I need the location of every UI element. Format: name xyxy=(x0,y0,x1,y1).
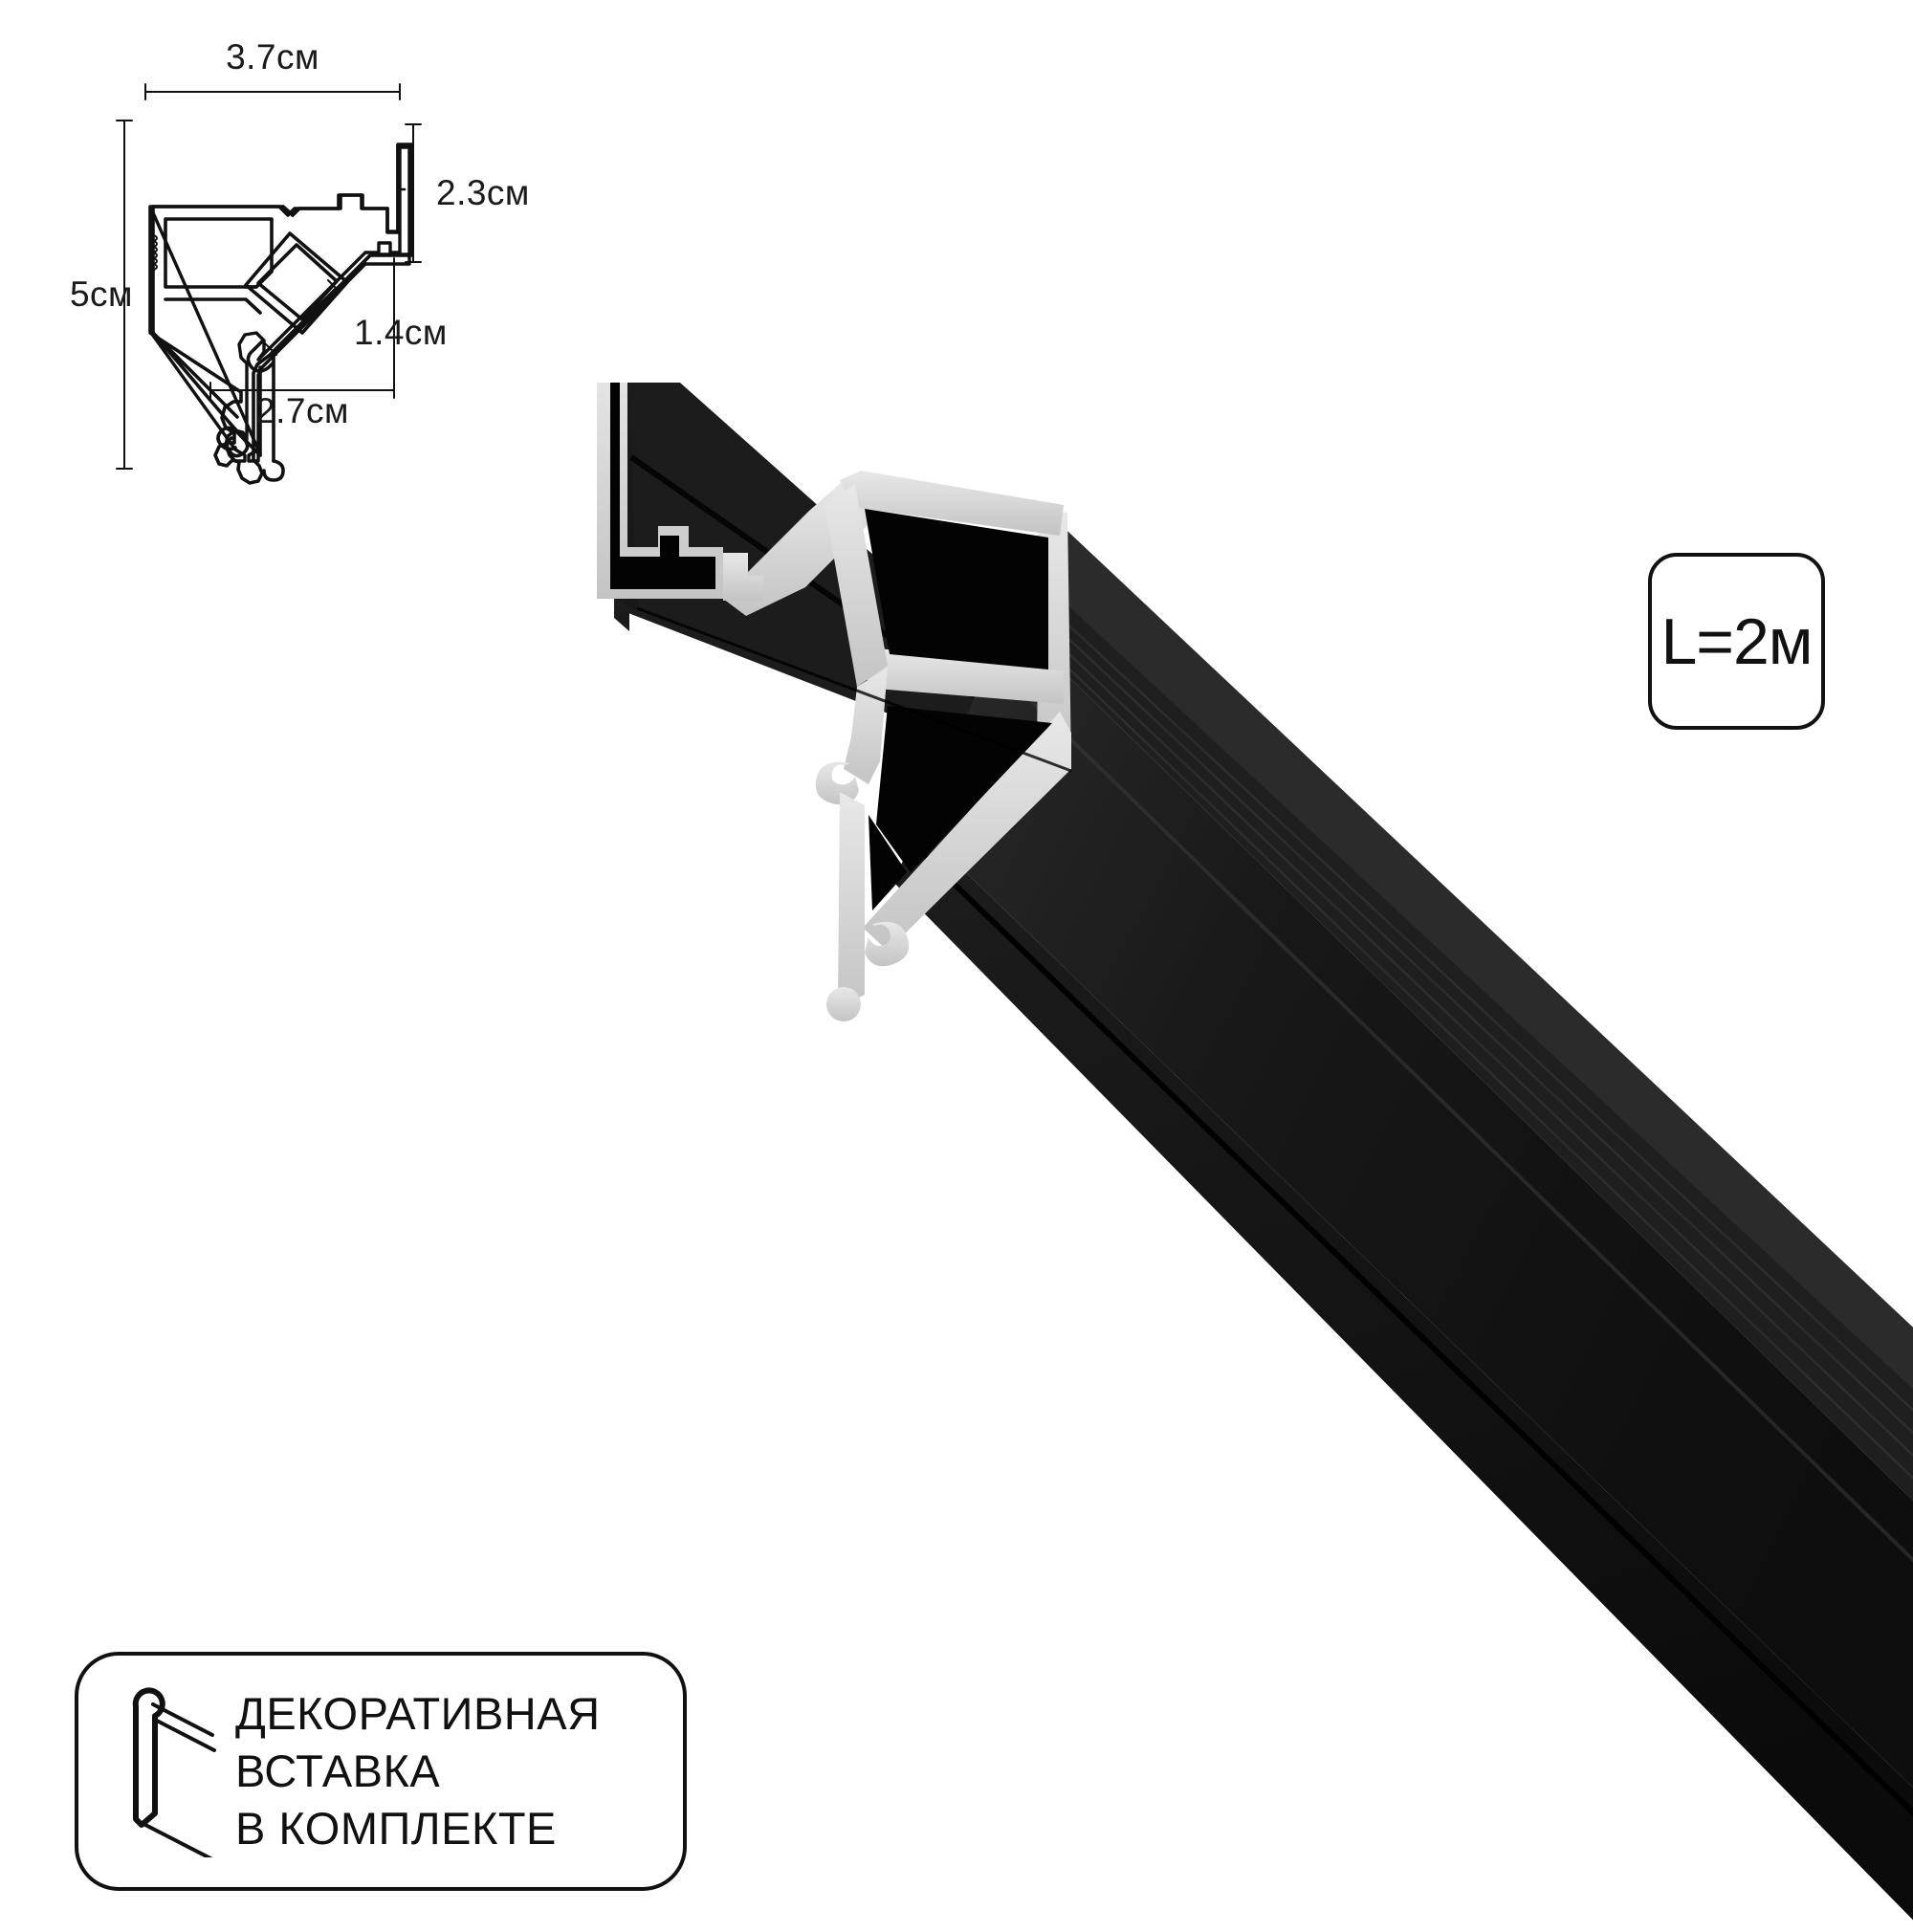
decorative-insert-text: ДЕКОРАТИВНАЯ ВСТАВКА В КОМПЛЕКТЕ xyxy=(235,1691,601,1852)
dim-label-height: 5см xyxy=(70,274,133,314)
dim-label-width: 3.7см xyxy=(226,37,319,77)
cut-bottom-tip xyxy=(826,987,861,1021)
profile-cross-section xyxy=(151,143,413,482)
cut-top-web xyxy=(840,471,1064,536)
cut-rail-hook xyxy=(723,553,763,601)
cut-hook-lower xyxy=(865,921,910,967)
extrusion-rib-lines xyxy=(1007,579,1913,1480)
wing-body-seam xyxy=(636,606,1072,773)
extrusion-sliver xyxy=(1025,516,1913,1390)
extrusion-front-face xyxy=(922,616,1913,1789)
decorative-insert-badge[interactable]: ДЕКОРАТИВНАЯ ВСТАВКА В КОМПЛЕКТЕ xyxy=(75,1652,687,1891)
cut-diag-upper2 xyxy=(825,484,888,687)
cut-bottom-leg xyxy=(838,792,865,1008)
dim-label-base: 2.7см xyxy=(255,391,349,430)
dim-label-lens: 1.4см xyxy=(354,313,448,352)
cut-hook-upper xyxy=(815,761,859,805)
cavity-flange xyxy=(610,383,715,589)
product-render xyxy=(536,383,1913,1932)
cut-mid-web2 xyxy=(857,648,1064,704)
extrusion-lower-groove xyxy=(913,845,1913,1817)
insert-line-2: ВСТАВКА xyxy=(235,1745,441,1797)
length-badge-label: L=2м xyxy=(1660,604,1813,678)
profile-illustration xyxy=(597,383,1913,1921)
profile-outer-contour xyxy=(149,145,411,463)
technical-drawing: 3.7см 5см 2.3см 1.4см 2.7см xyxy=(57,29,650,622)
insert-line-3: В КОМПЛЕКТЕ xyxy=(235,1802,557,1854)
insert-line-1: ДЕКОРАТИВНАЯ xyxy=(235,1688,601,1740)
dim-line-width xyxy=(144,83,401,100)
extrusion-ribbed xyxy=(1006,566,1913,1501)
cut-diag-lower xyxy=(863,712,1071,951)
cavity-upper xyxy=(865,509,1048,670)
extrusion-highlight xyxy=(983,654,1913,1563)
cavity-bottom2 xyxy=(869,815,907,911)
decorative-insert-icon xyxy=(132,1687,216,1857)
length-badge[interactable]: L=2м xyxy=(1648,553,1825,730)
dim-label-flange: 2.3см xyxy=(436,173,530,212)
dim-line-height xyxy=(116,120,133,470)
extrusion-lower-face xyxy=(891,830,1913,1921)
